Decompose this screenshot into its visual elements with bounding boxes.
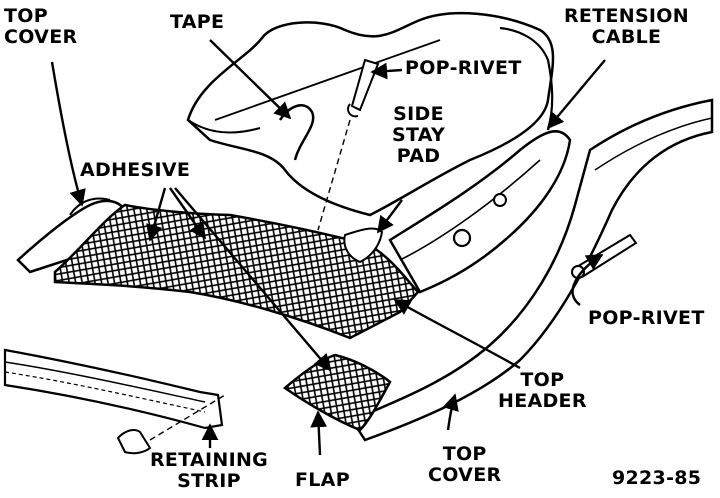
- label-retension-cable: RETENSION CABLE: [564, 5, 689, 48]
- label-flap: FLAP: [295, 469, 350, 491]
- label-top-cover-left: TOP COVER: [4, 5, 78, 48]
- label-tape: TAPE: [170, 11, 225, 33]
- label-side-stay-pad: SIDE STAY PAD: [392, 103, 446, 167]
- top-cover-fabric-upper: [186, 11, 555, 217]
- label-top-cover-bottom: TOP COVER: [428, 443, 502, 486]
- retaining-strip: [3, 348, 224, 430]
- label-adhesive: ADHESIVE: [80, 159, 191, 181]
- pop-rivet-bottom: [116, 394, 226, 455]
- label-pop-rivet-right: POP-RIVET: [588, 307, 705, 329]
- retension-cable: [499, 26, 554, 131]
- label-pop-rivet-top: POP-RIVET: [405, 57, 522, 79]
- label-retaining-strip: RETAINING STRIP: [150, 449, 269, 492]
- side-stay-pad: [343, 227, 384, 264]
- figure-number: 9223-85: [612, 467, 702, 489]
- top-header-bar: [388, 130, 572, 294]
- leader-lines: [50, 39, 606, 456]
- adhesive-mesh-panel: [53, 203, 420, 340]
- label-top-header: TOP HEADER: [498, 369, 587, 412]
- top-cover-right-strip: [350, 98, 714, 442]
